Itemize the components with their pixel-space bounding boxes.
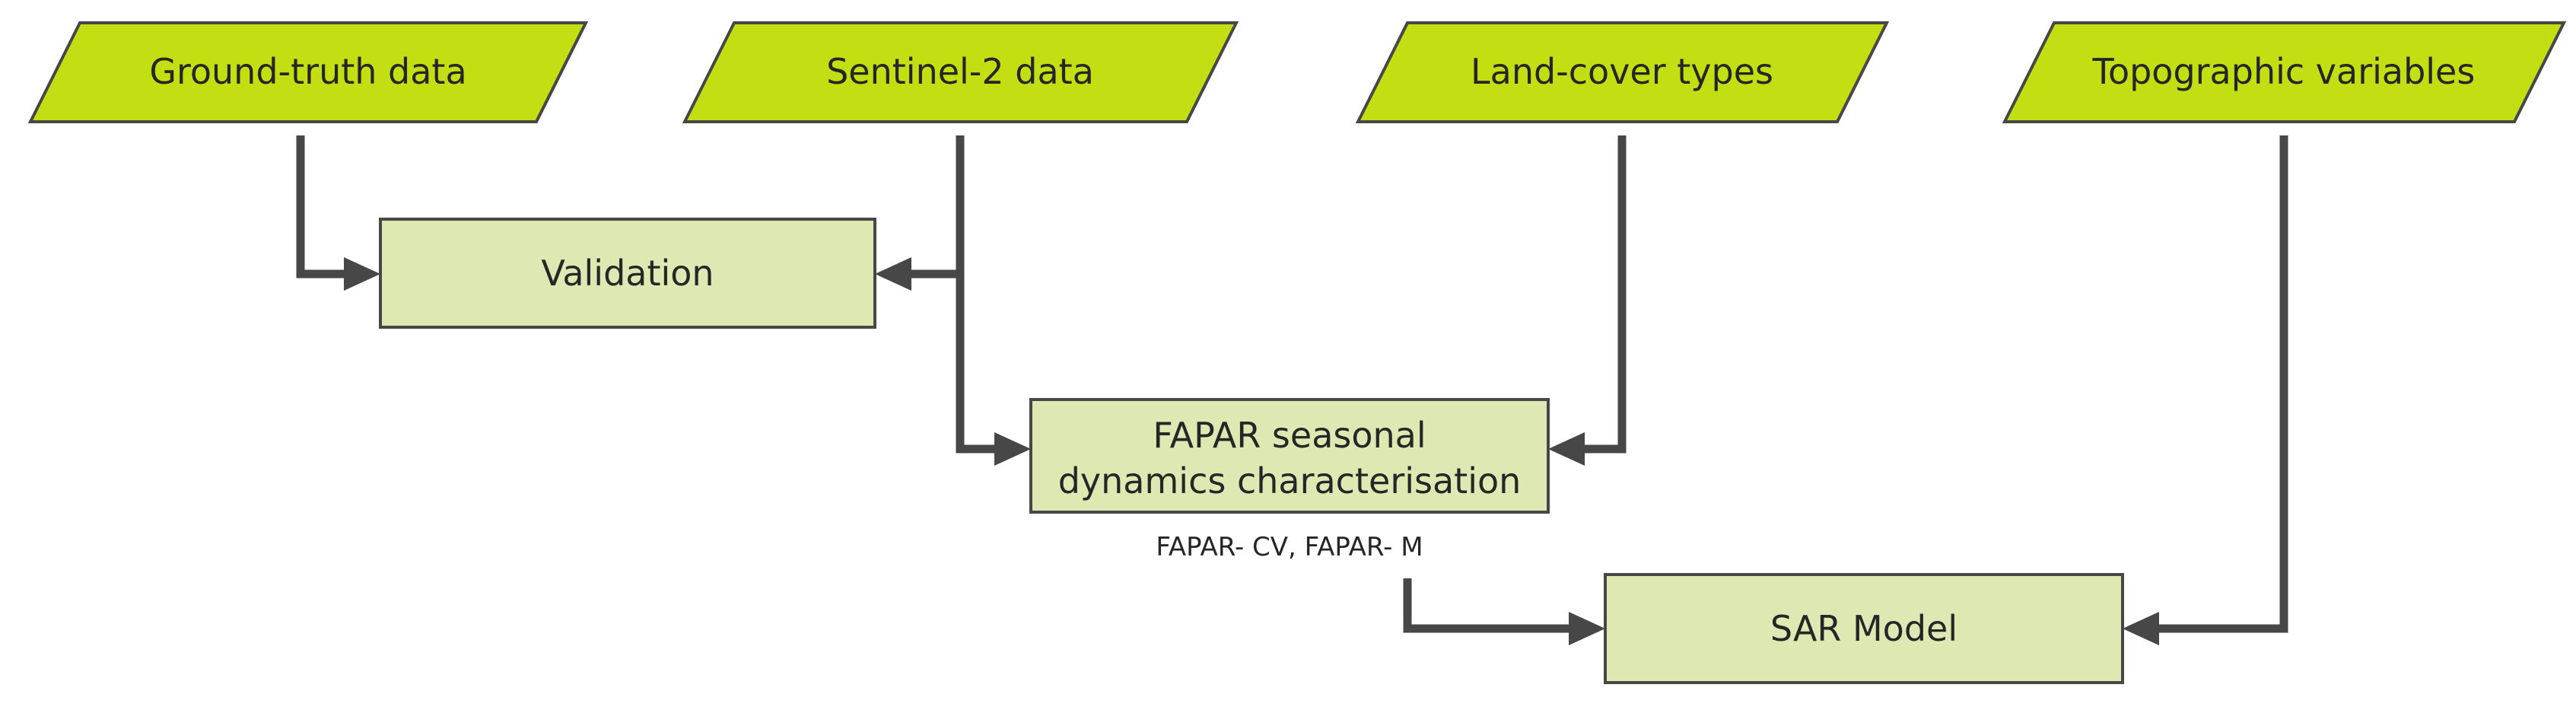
process-sar-model-label: SAR Model [1770, 608, 1957, 649]
arrowhead-sentinel2-to-validation [875, 257, 911, 291]
connector-topographic-to-sar-model [2159, 135, 2288, 633]
input-sentinel2-shape [682, 21, 1239, 123]
arrowhead-topographic-to-sar-model [2123, 612, 2159, 645]
input-topographic-shape [2002, 21, 2567, 123]
arrowhead-ground-truth-to-validation [344, 257, 380, 291]
arrowhead-sentinel2-to-fapar [994, 432, 1031, 466]
input-ground-truth-label: Ground-truth data [149, 51, 466, 92]
process-validation: Validation [379, 218, 876, 329]
fapar-outputs-annotation: FAPAR- CV, FAPAR- M [1156, 532, 1423, 562]
process-validation-label: Validation [541, 253, 714, 294]
arrowhead-fapar-to-sar-model [1569, 612, 1605, 645]
arrowhead-land-cover-to-fapar [1548, 432, 1585, 466]
process-fapar: FAPAR seasonal dynamics characterisation [1029, 398, 1550, 514]
input-ground-truth-shape [27, 21, 589, 123]
input-sentinel2: Sentinel-2 data [682, 21, 1239, 123]
input-land-cover-shape [1355, 21, 1890, 123]
input-topographic: Topographic variables [2002, 21, 2567, 123]
process-fapar-box [1029, 398, 1550, 514]
connector-fapar-to-sar-model [1403, 578, 1569, 633]
process-fapar-label-line2: dynamics characterisation [1058, 460, 1522, 501]
connector-sentinel2-to-fapar [956, 135, 994, 454]
input-topographic-label: Topographic variables [2092, 51, 2476, 92]
process-validation-box [379, 218, 876, 329]
input-land-cover: Land-cover types [1355, 21, 1890, 123]
input-ground-truth: Ground-truth data [27, 21, 589, 123]
connector-ground-truth-to-validation [296, 135, 344, 279]
input-land-cover-label: Land-cover types [1471, 51, 1773, 92]
process-sar-model: SAR Model [1604, 573, 2124, 684]
connector-land-cover-to-fapar [1585, 135, 1627, 454]
input-sentinel2-label: Sentinel-2 data [826, 51, 1094, 92]
process-fapar-label-line1: FAPAR seasonal [1153, 415, 1426, 456]
